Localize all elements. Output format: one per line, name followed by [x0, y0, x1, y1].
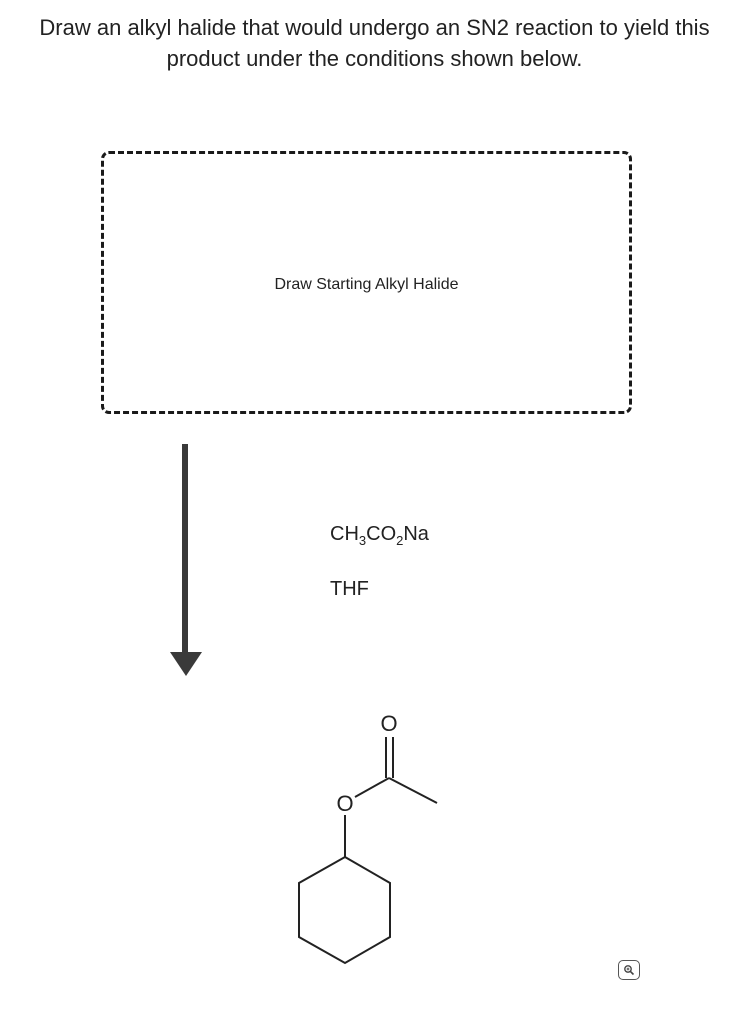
magnifier-icon: [624, 965, 635, 976]
reagent-sodium-acetate: CH3CO2Na: [330, 523, 429, 548]
question-line-2: product under the conditions shown below…: [166, 46, 583, 71]
carbonyl-oxygen-label: O: [380, 711, 397, 736]
question-prompt: Draw an alkyl halide that would undergo …: [0, 12, 749, 74]
zoom-button[interactable]: [618, 960, 640, 980]
ester-oxygen-label: O: [336, 791, 353, 816]
question-line-1: Draw an alkyl halide that would undergo …: [39, 15, 710, 40]
draw-starting-material-area[interactable]: Draw Starting Alkyl Halide: [101, 151, 632, 414]
draw-area-label: Draw Starting Alkyl Halide: [274, 276, 459, 293]
reaction-arrow-icon: [170, 444, 202, 676]
reagent-solvent: THF: [330, 578, 369, 600]
product-structure: O O: [298, 711, 438, 965]
